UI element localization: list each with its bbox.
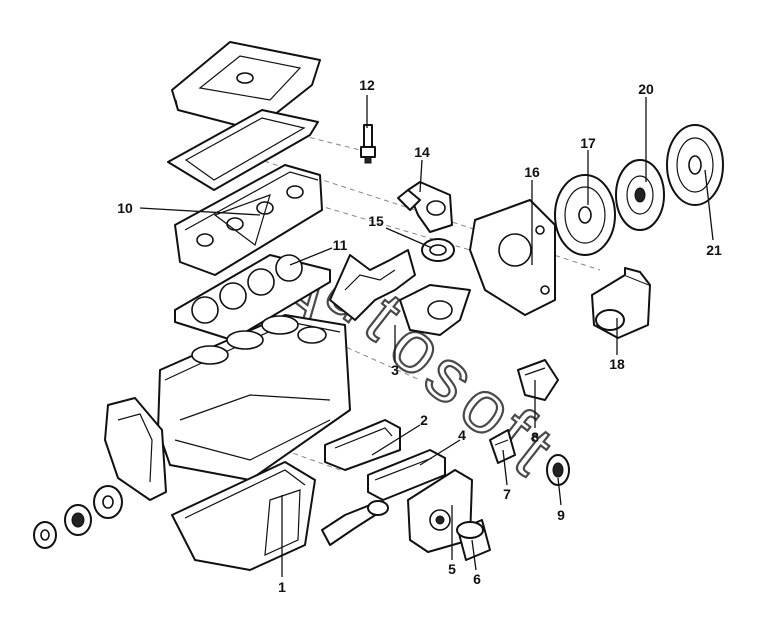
engine-block bbox=[157, 314, 351, 481]
callout-12: 12 bbox=[359, 77, 375, 93]
callout-9: 9 bbox=[557, 507, 565, 523]
callout-8: 8 bbox=[531, 429, 539, 445]
thermostat-gasket bbox=[421, 238, 455, 262]
crank-sprocket bbox=[64, 504, 92, 536]
head-gasket bbox=[174, 254, 331, 341]
timing-cover-gasket bbox=[104, 397, 167, 501]
pressure-plate bbox=[666, 124, 724, 206]
crank-gear bbox=[33, 521, 57, 549]
engine-mount-small bbox=[489, 429, 516, 464]
callout-7: 7 bbox=[503, 486, 511, 502]
callout-14: 14 bbox=[414, 144, 430, 160]
oil-pickup-tube bbox=[321, 500, 389, 546]
starter-motor bbox=[591, 267, 651, 339]
engine-mount-bracket bbox=[517, 359, 559, 401]
callout-10: 10 bbox=[117, 200, 133, 216]
oil-filter bbox=[456, 519, 491, 561]
oil-pan-gasket bbox=[324, 419, 401, 471]
callout-18: 18 bbox=[609, 356, 625, 372]
flywheel bbox=[554, 174, 616, 256]
callout-4: 4 bbox=[458, 427, 466, 443]
callout-3: 3 bbox=[391, 362, 399, 378]
manifold-gaskets bbox=[329, 249, 471, 336]
oil-pan bbox=[171, 461, 316, 571]
spark-plug bbox=[360, 124, 376, 164]
callout-21: 21 bbox=[706, 242, 722, 258]
clutch-disc bbox=[615, 159, 665, 231]
oil-cooler-cover bbox=[367, 449, 446, 501]
callout-6: 6 bbox=[473, 571, 481, 587]
adapter-plate bbox=[469, 199, 556, 316]
callout-16: 16 bbox=[524, 164, 540, 180]
callout-11: 11 bbox=[333, 237, 348, 253]
leader-lines bbox=[139, 95, 714, 577]
crankshaft-pulley bbox=[93, 485, 123, 519]
callout-5: 5 bbox=[448, 561, 456, 577]
callout-1: 1 bbox=[278, 579, 286, 595]
cam-pulley bbox=[546, 454, 570, 486]
cylinder-head bbox=[174, 164, 323, 276]
valve-cover-gasket bbox=[167, 109, 319, 191]
callout-15: 15 bbox=[368, 213, 384, 229]
callout-17: 17 bbox=[580, 135, 596, 151]
thermostat-housing bbox=[397, 181, 453, 233]
callout-2: 2 bbox=[420, 412, 428, 428]
valve-cover bbox=[171, 41, 321, 131]
callout-labels: 1 2 3 4 5 6 7 8 9 10 11 12 14 15 16 17 1… bbox=[117, 77, 722, 595]
callout-20: 20 bbox=[638, 81, 654, 97]
